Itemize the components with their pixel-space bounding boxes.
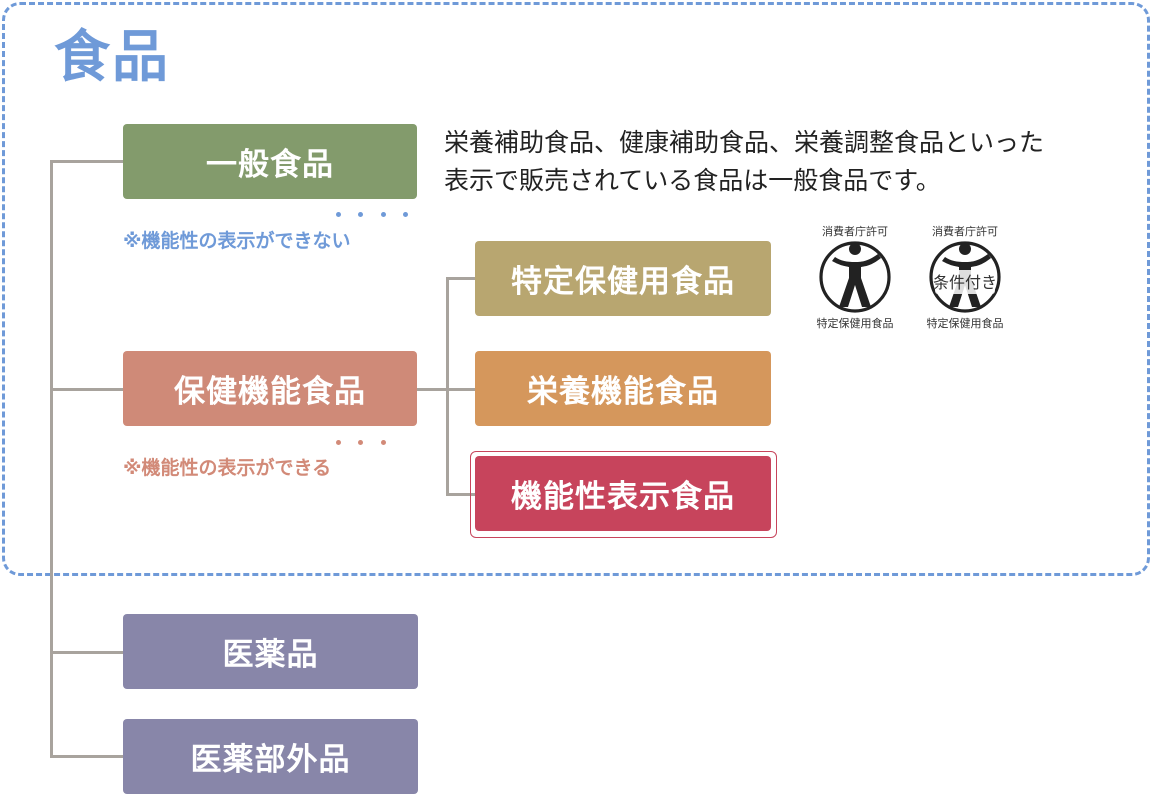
quasi-drug-box: 医薬部外品 — [123, 719, 418, 794]
drug-connector — [50, 651, 124, 654]
function-claim-food-box: 機能性表示食品 — [475, 456, 771, 531]
conditional-seal-top-text: 消費者庁許可 — [932, 224, 998, 238]
main-vertical-connector — [50, 160, 53, 757]
drug-box: 医薬品 — [123, 614, 418, 689]
foshu-seal-top-text: 消費者庁許可 — [822, 224, 888, 238]
quasi-drug-connector — [50, 755, 124, 758]
function-claim-food-outline — [470, 451, 777, 538]
emphasis-dot — [381, 212, 386, 217]
food-title: 食品 — [54, 25, 170, 90]
health-function-food-box: 保健機能食品 — [123, 351, 417, 426]
emphasis-dot — [358, 440, 363, 445]
subtypes-vertical-connector — [446, 277, 449, 495]
emphasis-dot — [336, 212, 341, 217]
food-category-frame — [2, 2, 1150, 576]
health-to-subtypes-connector — [417, 388, 448, 391]
emphasis-dot — [358, 212, 363, 217]
nutrient-connector — [446, 388, 475, 391]
general-connector — [50, 160, 124, 163]
nutrient-function-food-box: 栄養機能食品 — [475, 351, 771, 426]
foshu-box: 特定保健用食品 — [475, 241, 771, 316]
health-connector — [50, 388, 124, 391]
conditional-seal-center-text: 条件付き — [933, 273, 997, 292]
conditional-seal-bottom-text: 特定保健用食品 — [927, 316, 1004, 330]
function-connector — [446, 493, 475, 496]
general-food-description: 栄養補助食品、健康補助食品、栄養調整食品といった 表示で販売されている食品は一般… — [444, 128, 1045, 195]
general-food-box: 一般食品 — [123, 124, 417, 199]
foshu-seal-icon: 消費者庁許可 特定保健用食品 — [817, 224, 894, 330]
foshu-seal-bottom-text: 特定保健用食品 — [817, 316, 894, 330]
health-food-note: ※機能性の表示ができる — [123, 457, 332, 479]
emphasis-dot — [381, 440, 386, 445]
conditional-foshu-seal-icon: 条件付き 消費者庁許可 特定保健用食品 — [927, 224, 1004, 330]
emphasis-dot — [336, 440, 341, 445]
foshu-approval-seal: 消費者庁許可 特定保健用食品 — [803, 222, 908, 332]
general-food-note: ※機能性の表示ができない — [123, 230, 351, 252]
emphasis-dot — [403, 212, 408, 217]
foshu-connector — [446, 277, 475, 280]
conditional-foshu-approval-seal: 条件付き 消費者庁許可 特定保健用食品 — [913, 222, 1018, 332]
